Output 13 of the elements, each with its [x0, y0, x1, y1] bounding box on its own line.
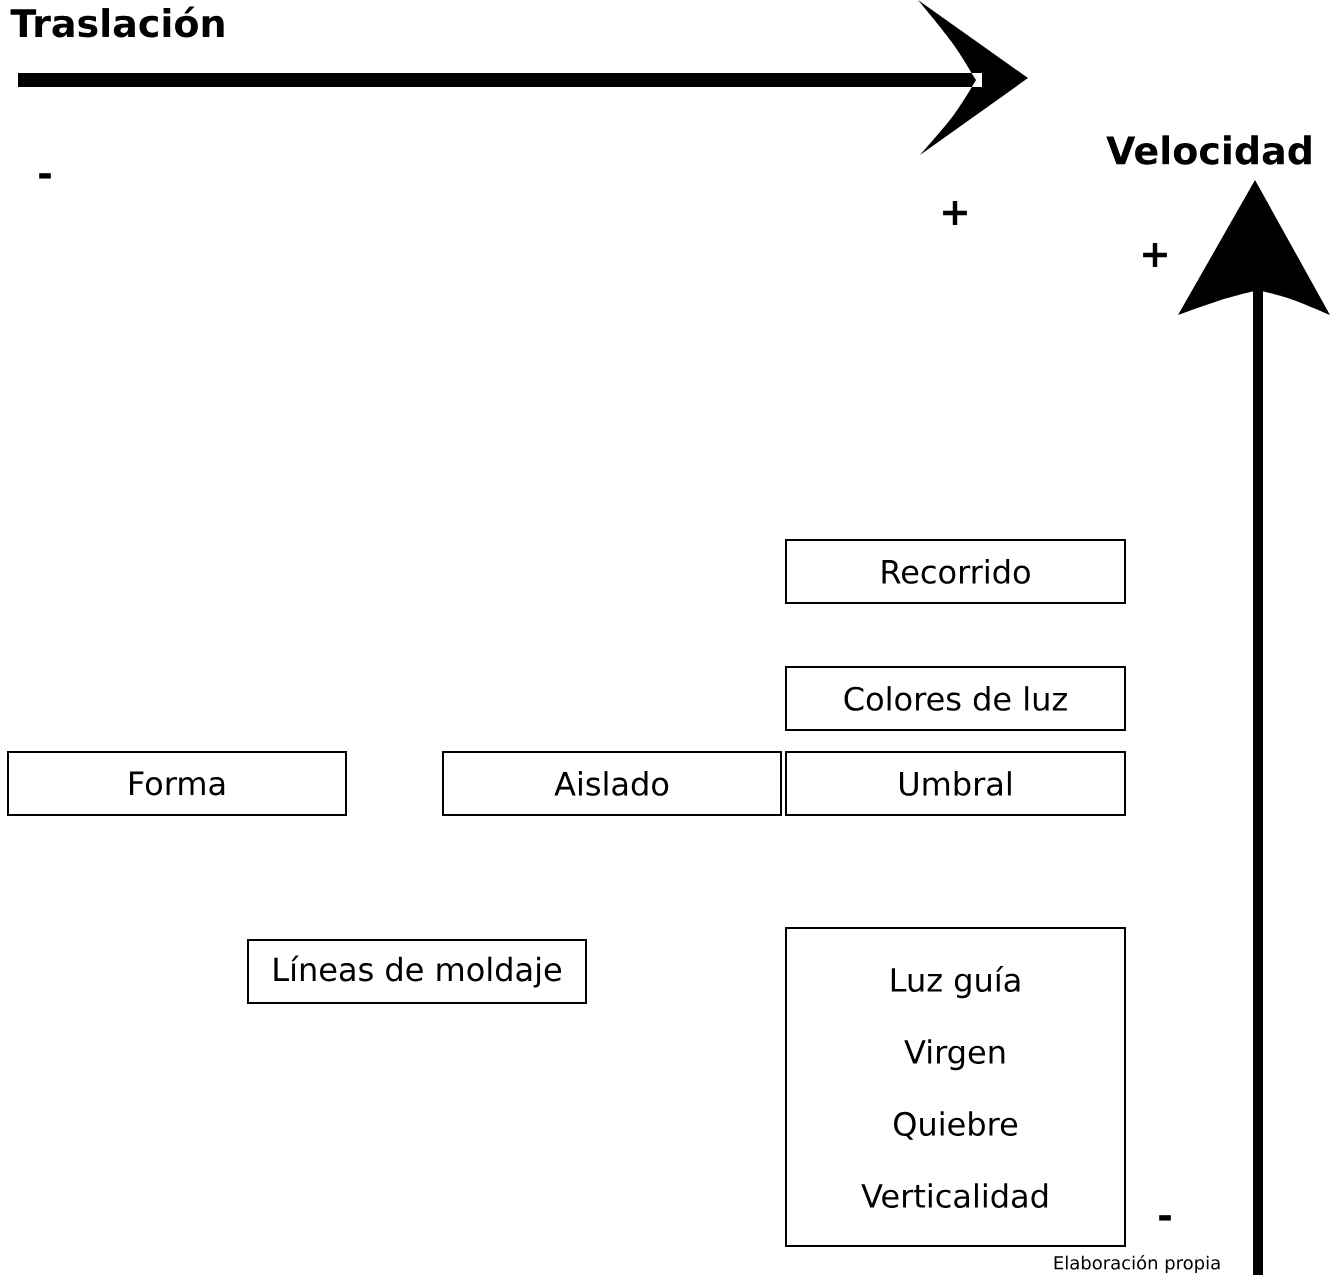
- term-box: Umbral: [785, 751, 1126, 816]
- axis-label: Traslación: [10, 6, 224, 38]
- term-box: Recorrido: [785, 539, 1126, 604]
- axis-label: +: [943, 201, 967, 225]
- axis-label: Velocidad: [1106, 135, 1311, 165]
- term-box: Aislado: [442, 751, 782, 816]
- term-box: Colores de luz: [785, 666, 1126, 731]
- source-note: Elaboración propia: [1054, 1254, 1220, 1274]
- term-list-box: Luz guía Virgen Quiebre Verticalidad: [785, 927, 1126, 1247]
- axis-label: +: [1143, 243, 1167, 267]
- axis-label: -: [39, 173, 51, 179]
- term-box: Forma: [7, 751, 347, 816]
- term-box: Líneas de moldaje: [247, 939, 587, 1004]
